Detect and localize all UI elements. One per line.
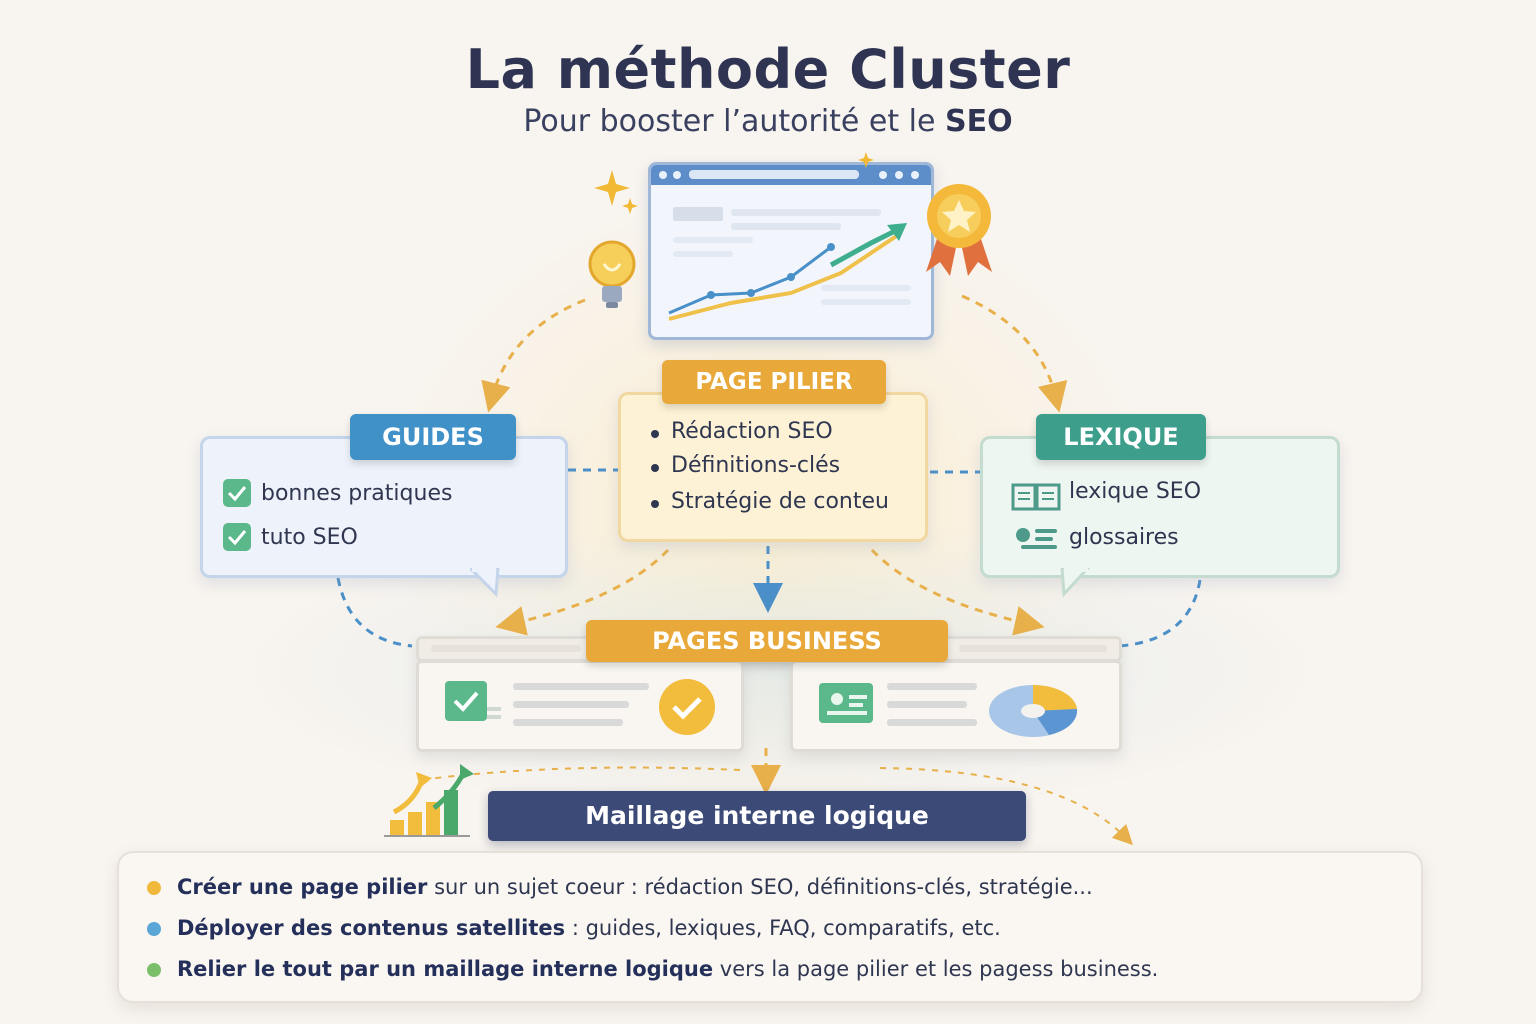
speech-tail <box>470 568 500 598</box>
strip-line <box>431 645 581 652</box>
checkbox-icon <box>445 681 501 721</box>
lexique-item: lexique SEO <box>1069 479 1202 504</box>
lightbulb-icon <box>588 240 636 308</box>
business-tag: PAGES BUSINESS <box>586 620 948 662</box>
text-line <box>513 719 623 726</box>
business-card-right <box>790 660 1122 752</box>
business-tag-label: PAGES BUSINESS <box>652 627 882 655</box>
check-circle-icon <box>659 679 715 735</box>
browser-chart-icon <box>648 162 934 340</box>
pilier-card: Rédaction SEO Définitions-clés Stratégie… <box>618 392 928 542</box>
summary-bold: Relier le tout par un maillage interne l… <box>177 957 714 981</box>
summary-text: vers la page pilier et les pagess busine… <box>713 957 1159 981</box>
growth-chart-icon <box>668 207 911 321</box>
page-subtitle: Pour booster l’autorité et le SEO <box>0 104 1536 139</box>
medal-icon <box>926 184 992 276</box>
summary-text: sur un sujet coeur : rédaction SEO, défi… <box>427 875 1093 899</box>
url-bar <box>689 170 859 179</box>
bullet <box>651 430 659 438</box>
sparkle-icon <box>594 170 638 214</box>
browser-titlebar <box>651 165 931 185</box>
bullet <box>651 464 659 472</box>
window-dot <box>895 171 903 179</box>
subtitle-text: Pour booster l’autorité et le <box>523 104 936 139</box>
bullet <box>651 500 659 508</box>
id-card-icon <box>819 683 873 723</box>
summary-bold: Créer une page pilier <box>177 875 428 899</box>
checkbox-icon <box>223 523 251 551</box>
summary-line: Déployer des contenus satellites : guide… <box>177 916 1001 940</box>
window-dot <box>673 171 681 179</box>
summary-line: Créer une page pilier sur un sujet coeur… <box>177 875 1093 899</box>
window-dot <box>879 171 887 179</box>
summary-line: Relier le tout par un maillage interne l… <box>177 957 1158 981</box>
strip-line <box>959 645 1107 652</box>
business-card-left <box>416 660 744 752</box>
summary-bullet <box>147 881 161 895</box>
text-line <box>887 719 977 726</box>
summary-box: Créer une page pilier sur un sujet coeur… <box>117 851 1423 1003</box>
window-dot <box>911 171 919 179</box>
guides-item: tuto SEO <box>261 525 358 550</box>
summary-bullet <box>147 922 161 936</box>
book-icon <box>1011 483 1061 511</box>
summary-bullet <box>147 963 161 977</box>
window-dot <box>659 171 667 179</box>
speech-tail <box>1060 568 1091 598</box>
pilier-tag: PAGE PILIER <box>662 360 886 404</box>
page-title: La méthode Cluster <box>465 38 1071 101</box>
list-icon <box>1016 528 1057 549</box>
lexique-tag: LEXIQUE <box>1036 414 1206 460</box>
pilier-item: Stratégie de conteu <box>671 489 889 514</box>
sparkle-icon <box>858 152 874 168</box>
text-line <box>513 701 629 708</box>
lexique-item: glossaires <box>1069 525 1179 550</box>
text-line <box>887 683 977 690</box>
text-line <box>887 701 967 708</box>
summary-bold: Déployer des contenus satellites <box>177 916 566 940</box>
pie-chart-icon <box>989 684 1078 737</box>
subtitle-bold: SEO <box>945 104 1013 139</box>
guides-item: bonnes pratiques <box>261 481 453 506</box>
text-line <box>513 683 649 690</box>
summary-text: : guides, lexiques, FAQ, comparatifs, et… <box>565 916 1001 940</box>
pilier-item: Rédaction SEO <box>671 419 833 444</box>
guides-tag: GUIDES <box>350 414 516 460</box>
checkbox-icon <box>223 479 251 507</box>
growth-bars-icon <box>384 764 474 837</box>
pilier-item: Définitions-clés <box>671 453 841 478</box>
maillage-banner: Maillage interne logique <box>488 791 1026 841</box>
